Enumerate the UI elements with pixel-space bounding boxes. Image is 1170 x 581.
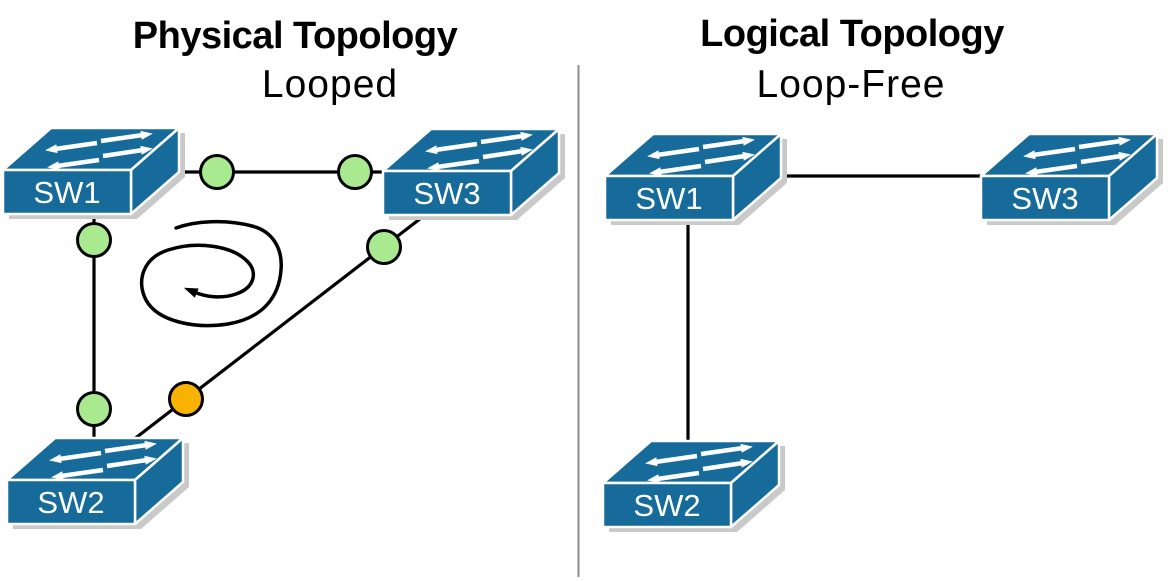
switch-label-sw1-physical: SW1 xyxy=(33,175,100,210)
port-dot-sw3-to-sw1 xyxy=(337,154,373,190)
port-dot-sw1-to-sw2 xyxy=(76,222,112,258)
loop-spiral-arrow-icon xyxy=(139,219,283,328)
physical-topology-panel: SW1 SW3 SW2 xyxy=(3,128,565,529)
port-dot-sw2-to-sw3-blocked xyxy=(168,381,204,417)
switch-label-sw3-logical: SW3 xyxy=(1011,181,1078,216)
logical-topology-panel: SW1 SW3 SW2 xyxy=(603,134,1163,532)
switch-label-sw1-logical: SW1 xyxy=(635,181,702,216)
logical-topology-subtitle: Loop-Free xyxy=(756,63,946,106)
physical-topology-subtitle: Looped xyxy=(261,63,399,106)
switch-label-sw2-physical: SW2 xyxy=(37,485,104,520)
switch-label-sw3-physical: SW3 xyxy=(413,176,480,211)
switch-label-sw2-logical: SW2 xyxy=(633,488,700,523)
physical-topology-title: Physical Topology xyxy=(132,15,458,57)
port-dot-sw1-to-sw3 xyxy=(199,154,235,190)
port-dot-sw3-to-sw2 xyxy=(366,229,402,265)
port-dot-sw2-to-sw1 xyxy=(76,391,112,427)
logical-topology-title: Logical Topology xyxy=(700,13,1004,55)
